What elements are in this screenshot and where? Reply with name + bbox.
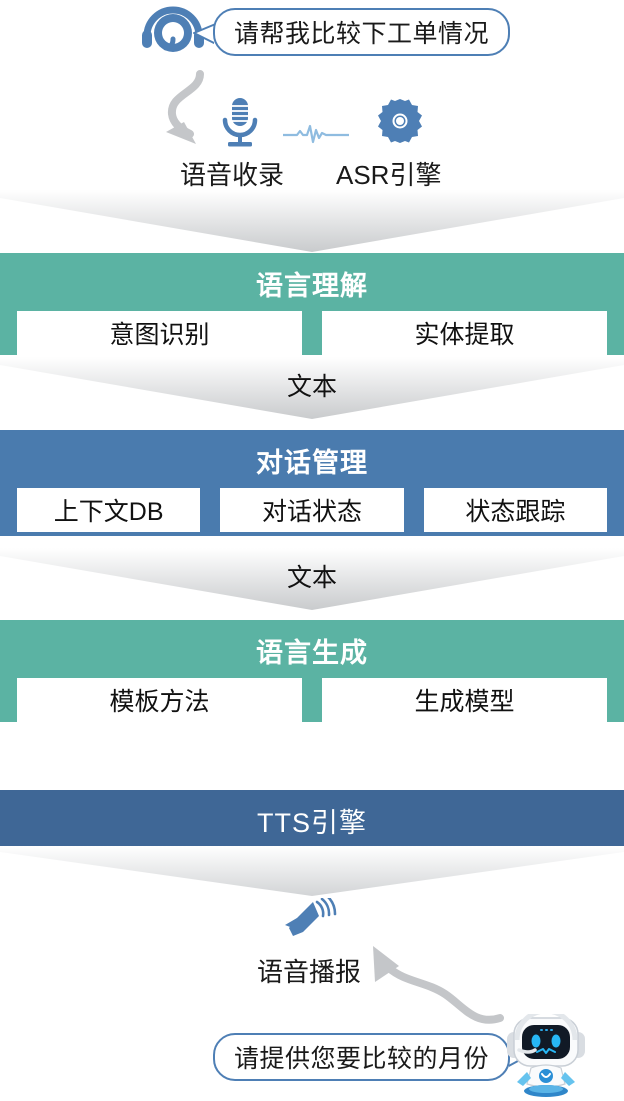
stage-dialog: 对话管理 上下文DB 对话状态 状态跟踪 bbox=[0, 430, 624, 536]
stage-box[interactable]: 模板方法 bbox=[17, 678, 302, 722]
robot-icon bbox=[507, 1014, 585, 1097]
connector-capture-to-understanding bbox=[0, 190, 624, 256]
stage-box[interactable]: 实体提取 bbox=[322, 311, 607, 355]
stage-title: TTS引擎 bbox=[257, 808, 367, 838]
capture-label-asr: ASR引擎 bbox=[336, 160, 442, 190]
connector-tts-to-broadcast bbox=[0, 846, 624, 912]
capture-label-voice: 语音收录 bbox=[180, 160, 285, 190]
microphone-icon bbox=[222, 98, 258, 147]
system-reply-text: 请提供您要比较的月份 bbox=[233, 1045, 489, 1073]
stage-title: 语言理解 bbox=[256, 271, 368, 301]
stage-box[interactable]: 状态跟踪 bbox=[423, 488, 607, 532]
curved-arrow-icon bbox=[166, 70, 204, 144]
user-speech-bubble: 请帮我比较下工单情况 bbox=[213, 8, 510, 56]
broadcast-label: 语音播报 bbox=[256, 957, 361, 987]
headset-icon bbox=[142, 6, 204, 52]
stage-box[interactable]: 对话状态 bbox=[220, 488, 404, 532]
speaker-icon bbox=[285, 898, 337, 936]
connector-dialog-to-generation: 文本 bbox=[0, 548, 624, 614]
stage-tts: TTS引擎 bbox=[0, 790, 624, 846]
connector-label: 文本 bbox=[286, 564, 337, 592]
stage-title: 语言生成 bbox=[256, 638, 368, 668]
audio-waveform-icon bbox=[283, 124, 349, 144]
stage-box[interactable]: 生成模型 bbox=[322, 678, 607, 722]
broadcast-label-wrap: 语音播报 bbox=[0, 952, 624, 989]
curved-arrow-icon bbox=[373, 946, 504, 1024]
stage-title: 对话管理 bbox=[256, 448, 368, 478]
user-request-text: 请帮我比较下工单情况 bbox=[233, 20, 489, 48]
stage-generation: 语言生成 模板方法 生成模型 bbox=[0, 620, 624, 722]
connector-label: 文本 bbox=[286, 373, 337, 401]
connector-understanding-to-dialog: 文本 bbox=[0, 357, 624, 423]
stage-box[interactable]: 意图识别 bbox=[17, 311, 302, 355]
stage-box[interactable]: 上下文DB bbox=[17, 488, 201, 532]
stage-understanding: 语言理解 意图识别 实体提取 bbox=[0, 253, 624, 355]
gear-icon bbox=[378, 99, 422, 143]
system-speech-bubble: 请提供您要比较的月份 bbox=[213, 1033, 510, 1081]
